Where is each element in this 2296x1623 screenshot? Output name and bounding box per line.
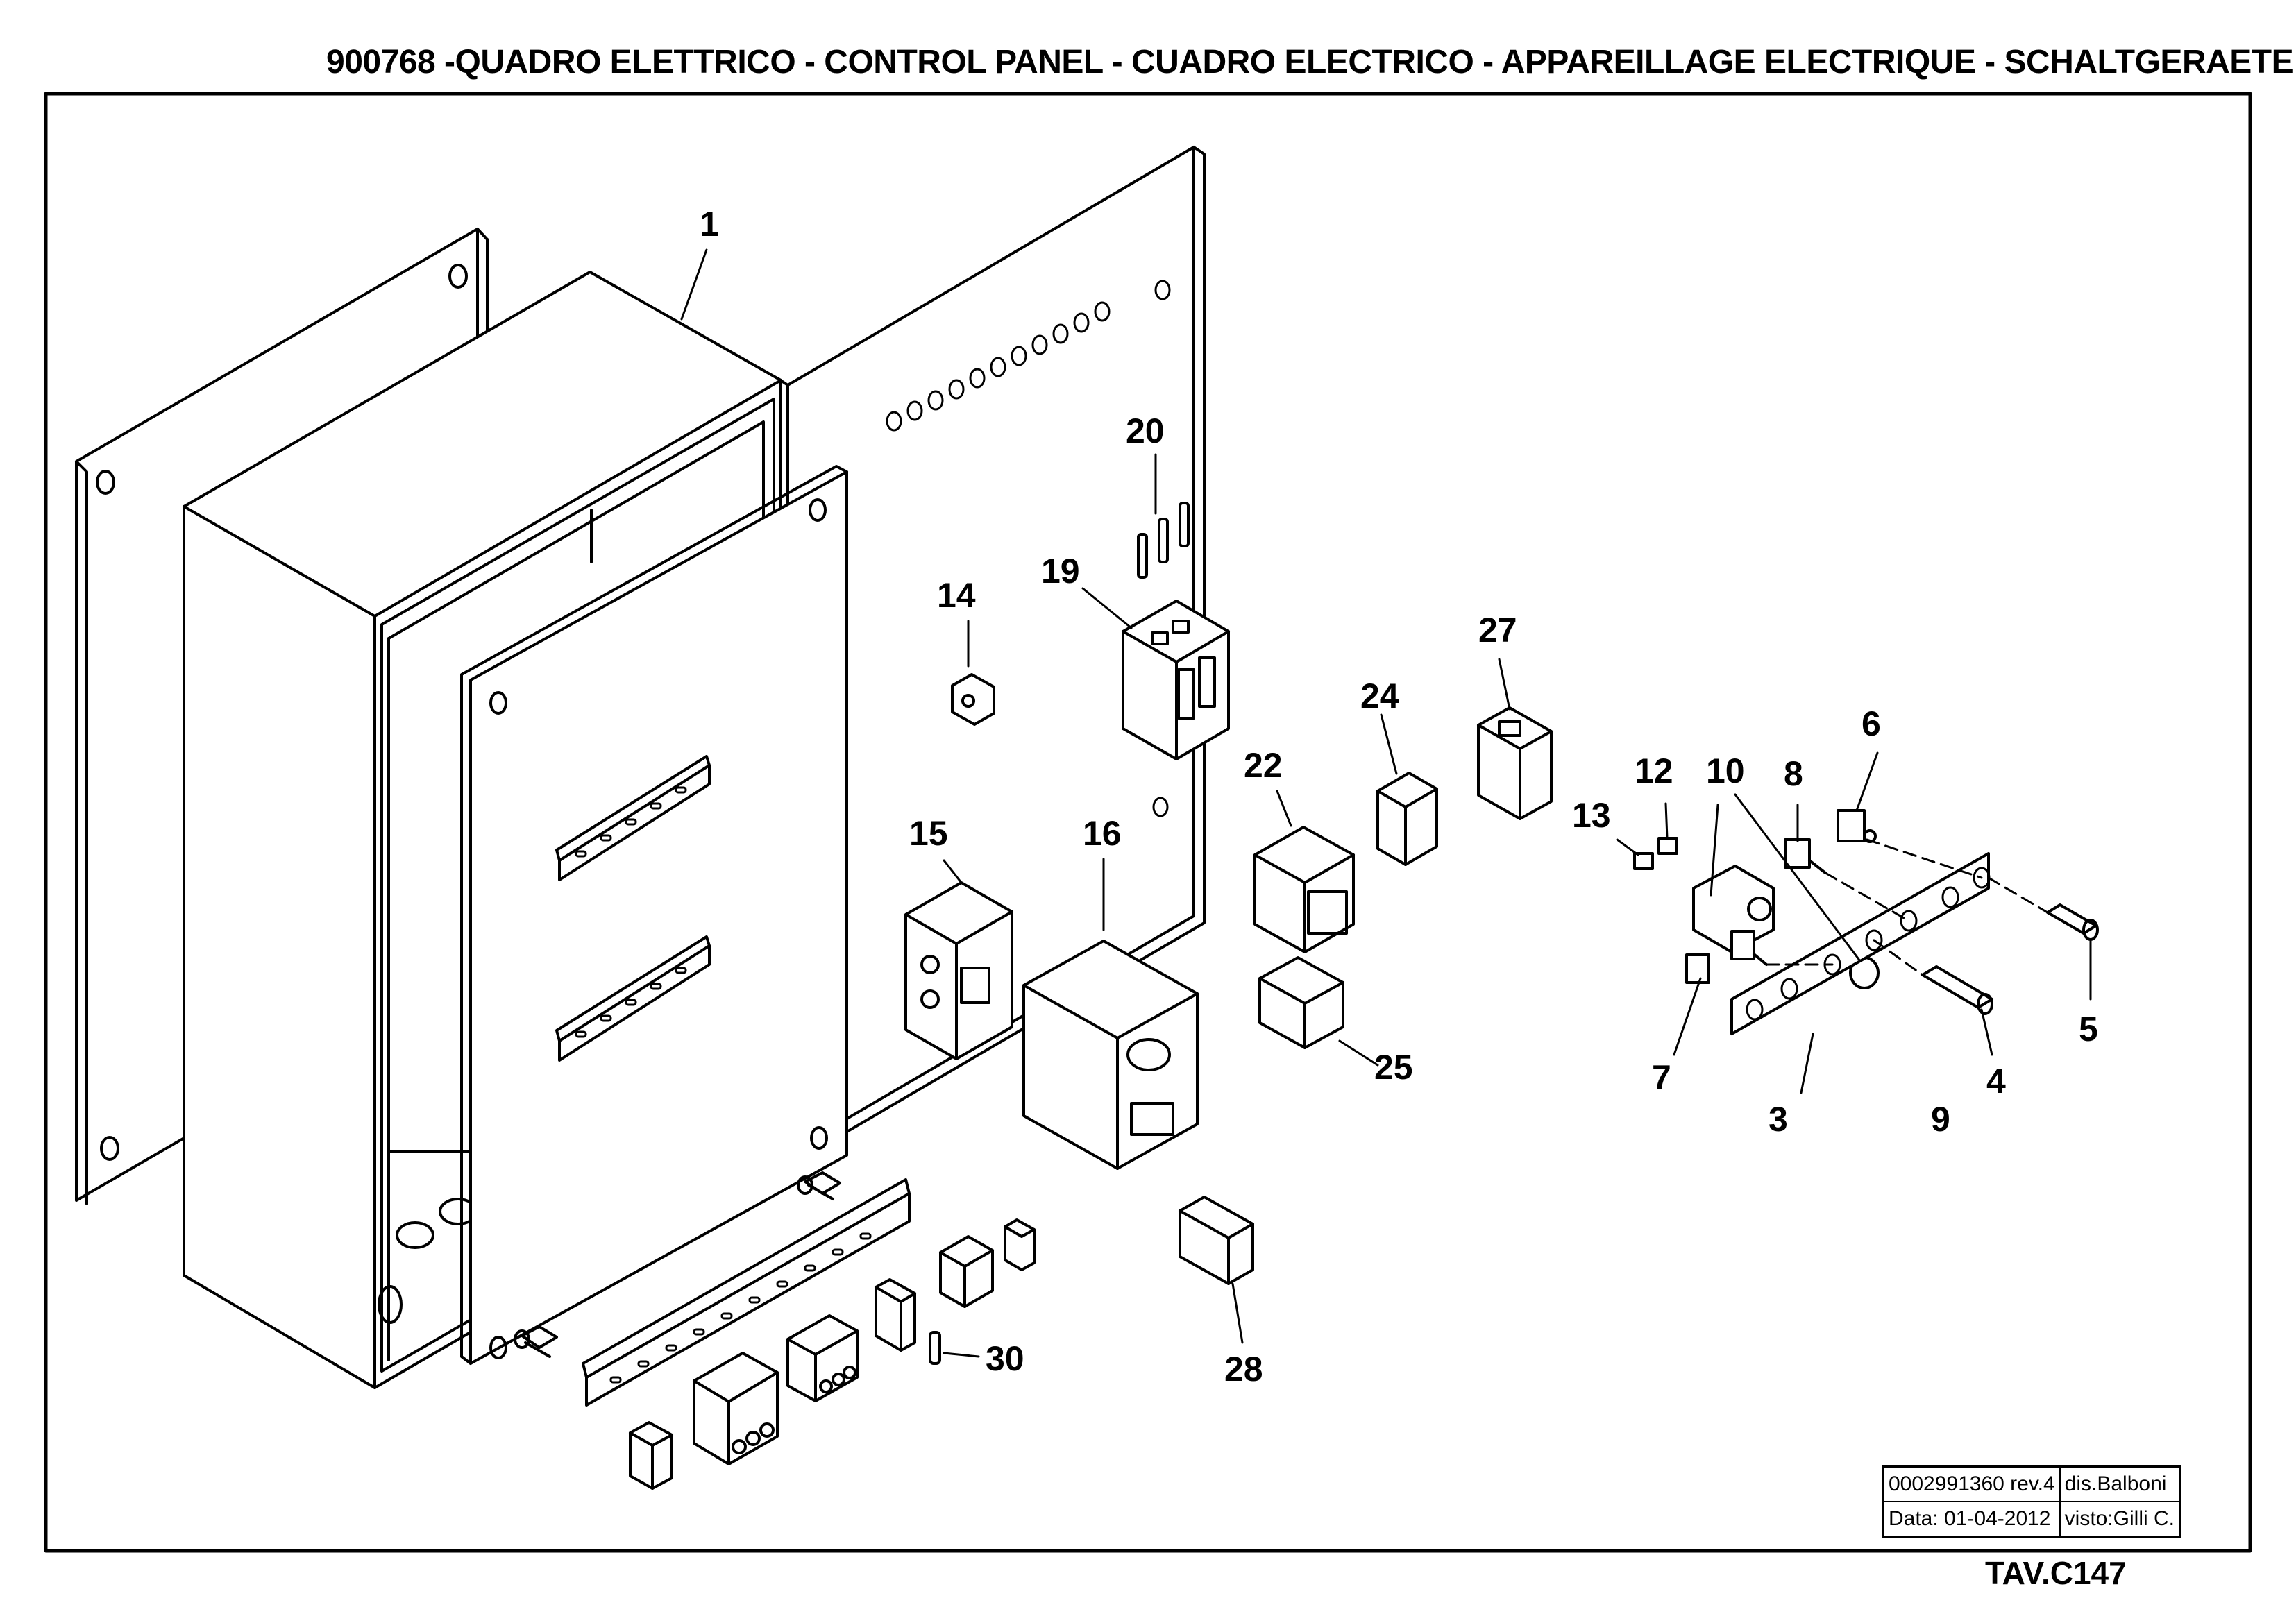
contactor-22: [1253, 826, 1355, 953]
callout-27: 27: [1478, 611, 1517, 649]
callout-15: 15: [909, 814, 948, 853]
callout-9: 9: [1931, 1100, 1950, 1139]
din-rail-bottom: [582, 1178, 911, 1407]
page-title: 900768 -QUADRO ELETTRICO - CONTROL PANEL…: [326, 44, 2294, 80]
callout-12: 12: [1635, 751, 1673, 790]
callout-25: 25: [1374, 1048, 1413, 1087]
callout-5: 5: [2079, 1010, 2098, 1048]
callout-4: 4: [1986, 1062, 2006, 1101]
title-block: 0002991360 rev.4 dis.Balboni Data: 01-04…: [1882, 1465, 2181, 1538]
standoff-lower: [514, 1325, 558, 1358]
callout-13: 13: [1572, 796, 1611, 835]
callout-6: 6: [1862, 704, 1881, 743]
din-rail-lower: [555, 935, 711, 1062]
callout-16: 16: [1083, 814, 1122, 853]
checked-by: visto:Gilli C.: [2059, 1501, 2181, 1538]
callout-28: 28: [1224, 1350, 1263, 1388]
callout-1: 1: [700, 205, 719, 244]
auxiliary-contact-25: [1258, 956, 1344, 1049]
callout-24: 24: [1360, 677, 1399, 715]
leader-lines: [680, 248, 2092, 1358]
toggle-switch-6: [1837, 809, 1877, 843]
drawing-frame: [44, 92, 2252, 1553]
front-door-panel: [460, 465, 848, 1365]
din-rail-upper: [555, 755, 711, 881]
callout-14: 14: [937, 576, 976, 615]
circuit-breaker-19: [1122, 600, 1230, 760]
callout-3: 3: [1769, 1100, 1788, 1139]
terminal-block-group-large: [693, 1352, 779, 1465]
fuse-30: [929, 1331, 941, 1365]
callout-7: 7: [1652, 1058, 1671, 1097]
terminal-end-clamp-right: [1004, 1218, 1036, 1271]
fuses-20: [1137, 502, 1190, 579]
callout-8: 8: [1784, 754, 1803, 793]
component-12: [1657, 837, 1678, 855]
callout-30: 30: [986, 1339, 1024, 1378]
screw-5: [2046, 903, 2099, 941]
relay-24: [1376, 772, 1438, 866]
breaker-27: [1477, 706, 1553, 820]
callout-22: 22: [1244, 746, 1283, 785]
designer: dis.Balboni: [2059, 1465, 2181, 1502]
callout-19: 19: [1041, 552, 1080, 590]
terminal-end-clamp-left: [629, 1421, 673, 1490]
assembly-lines: [1765, 838, 2049, 976]
sheet-code: TAV.C147: [1985, 1555, 2127, 1591]
standoff-upper: [797, 1171, 841, 1200]
callout-20: 20: [1126, 411, 1165, 450]
terminal-block-group-middle: [786, 1314, 859, 1402]
toggle-switch-8: [1784, 838, 1827, 874]
switch-bracket-3: [1730, 852, 1991, 1035]
terminal-board-15: [904, 881, 1013, 1060]
terminal-block-group-upper: [939, 1235, 994, 1308]
toggle-switch-7: [1685, 930, 1768, 984]
module-28: [1179, 1196, 1254, 1285]
callout-10: 10: [1706, 751, 1745, 790]
component-13: [1633, 852, 1654, 870]
screw-4: [1921, 965, 1993, 1015]
fuse-holder: [875, 1278, 916, 1352]
component-16: [1022, 940, 1199, 1170]
drawing-date: Data: 01-04-2012: [1882, 1501, 2061, 1538]
component-14: [951, 673, 995, 726]
drawing-number: 0002991360 rev.4: [1882, 1465, 2061, 1502]
